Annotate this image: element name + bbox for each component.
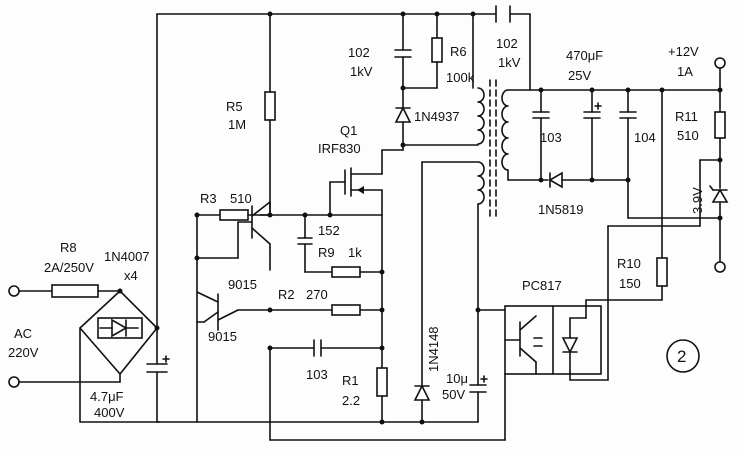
label-r9-val: 1k — [348, 245, 362, 260]
label-c102-y: 102 — [496, 36, 518, 51]
label-r2-val: 270 — [306, 287, 328, 302]
input-capacitor — [146, 327, 381, 423]
label-r10: R10 — [617, 256, 641, 271]
label-q1: Q1 — [340, 123, 357, 138]
label-220v: 220V — [8, 345, 39, 360]
label-pc817: PC817 — [522, 278, 562, 293]
label-ac: AC — [14, 326, 32, 341]
bridge-rectifier — [79, 13, 161, 423]
label-c103-lower: 103 — [306, 367, 328, 382]
label-c104: 104 — [634, 130, 656, 145]
label-r5-val: 1M — [228, 117, 246, 132]
label-c102-snubber-v: 1kV — [350, 64, 373, 79]
label-irf830: IRF830 — [318, 141, 361, 156]
optocoupler-pc817 — [504, 305, 602, 375]
transistor-9015-upper — [194, 201, 271, 271]
label-r9: R9 — [318, 245, 335, 260]
capacitor-152 — [297, 214, 333, 273]
capacitor-103-lower — [267, 339, 385, 357]
output-stage — [507, 57, 729, 381]
mosfet-q1 — [329, 144, 404, 216]
label-transistor-upper: 9015 — [228, 277, 257, 292]
label-4p7uf: 4.7μF — [90, 389, 124, 404]
label-c102-y-v: 1kV — [498, 55, 521, 70]
label-1n4007: 1N4007 — [104, 249, 150, 264]
label-c102-snubber: 102 — [348, 45, 370, 60]
label-r1: R1 — [342, 373, 359, 388]
ac-input — [8, 285, 121, 388]
label-3p9v: 3.9V — [690, 187, 705, 214]
label-r5: R5 — [226, 99, 243, 114]
label-1n4148: 1N4148 — [426, 326, 441, 372]
label-r6-val: 100k — [446, 70, 475, 85]
label-1n4937: 1N4937 — [414, 109, 460, 124]
label-figure-number: 2 — [677, 347, 686, 366]
figure-number-circle — [666, 339, 700, 373]
label-c152: 152 — [318, 223, 340, 238]
resistor-r1 — [376, 214, 388, 425]
label-r3: R3 — [200, 191, 217, 206]
label-10u: 10μ — [446, 371, 468, 386]
label-r8: R8 — [60, 240, 77, 255]
label-r10-val: 150 — [619, 276, 641, 291]
snubber-network — [394, 13, 479, 148]
label-50v: 50V — [442, 387, 465, 402]
label-transistor-lower: 9015 — [208, 329, 237, 344]
fuse-resistor-r8 — [51, 284, 121, 298]
label-c103-output: 103 — [540, 130, 562, 145]
label-r11-val: 510 — [677, 128, 699, 143]
resistor-r9 — [331, 266, 385, 278]
transformer — [472, 13, 531, 221]
label-1a: 1A — [677, 64, 693, 79]
label-r1-val: 2.2 — [342, 393, 360, 408]
label-r11: R11 — [675, 109, 698, 124]
label-x4: x4 — [124, 268, 138, 283]
label-25v: 25V — [568, 68, 591, 83]
label-plus-12v: +12V — [668, 44, 699, 59]
resistor-r5 — [264, 13, 276, 218]
aux-supply — [381, 161, 506, 425]
label-470uf: 470μF — [566, 48, 603, 63]
label-r3-val: 510 — [230, 191, 252, 206]
resistor-r3 — [194, 209, 271, 423]
label-400v: 400V — [94, 405, 125, 420]
label-r8-val: 2A/250V — [44, 260, 94, 275]
label-r2: R2 — [278, 287, 295, 302]
label-1n5819: 1N5819 — [538, 202, 584, 217]
label-r6: R6 — [450, 44, 467, 59]
